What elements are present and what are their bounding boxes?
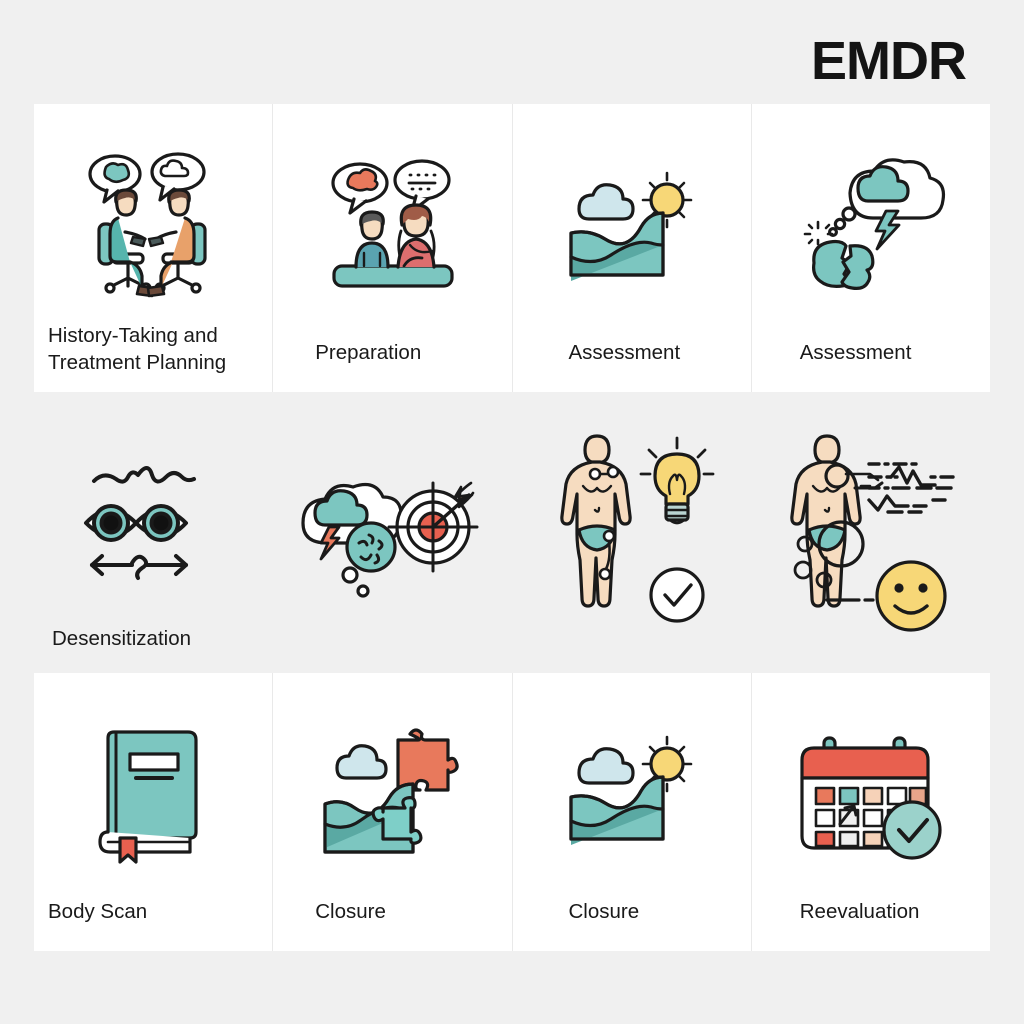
card-label: Reevaluation <box>799 899 920 923</box>
storm-thought-bubble-broken-piece-icon <box>752 104 990 339</box>
card-label: Assessment <box>799 340 912 364</box>
page-title: EMDR <box>811 31 967 91</box>
card-label: Preparation <box>315 340 422 364</box>
card-body-scan[interactable]: Body Scan <box>34 673 272 951</box>
card-closure-1[interactable]: Closure <box>272 673 511 951</box>
card-preparation[interactable]: Preparation <box>272 104 511 392</box>
card-closure-2[interactable]: Closure <box>511 673 751 951</box>
card-label: Assessment <box>568 340 681 364</box>
book-bookmark-icon <box>34 673 272 898</box>
body-waves-smiley-icon <box>751 404 990 652</box>
landscape-puzzle-piece-icon <box>273 673 511 898</box>
card-target-memory[interactable] <box>273 404 512 662</box>
body-lightbulb-check-icon <box>512 404 751 652</box>
card-desensitization[interactable]: Desensitization <box>34 404 273 662</box>
card-reevaluation[interactable]: Reevaluation <box>750 673 990 951</box>
card-label <box>273 652 512 662</box>
card-label: Desensitization <box>52 626 192 650</box>
card-assessment-2[interactable]: Assessment <box>750 104 990 392</box>
landscape-sun-cloud-icon <box>513 104 751 339</box>
card-label: Body Scan <box>48 899 148 923</box>
two-people-on-bench-talking-icon <box>273 104 511 339</box>
storm-cloud-target-arrow-icon <box>273 404 512 652</box>
card-label <box>512 652 751 662</box>
card-installation[interactable] <box>512 404 751 662</box>
card-label: History-Taking and Treatment Planning <box>48 323 227 374</box>
landscape-sun-cloud-icon <box>513 673 751 898</box>
calendar-check-icon <box>752 673 990 898</box>
card-label <box>751 652 990 662</box>
card-assessment-1[interactable]: Assessment <box>511 104 751 392</box>
card-row-2: Desensitization <box>34 404 990 662</box>
card-history-taking[interactable]: History-Taking and Treatment Planning <box>34 104 272 392</box>
card-row-1: History-Taking and Treatment Planning <box>34 104 990 392</box>
eyes-bilateral-movement-icon <box>34 404 273 625</box>
card-body-scan-sensations[interactable] <box>751 404 990 662</box>
two-people-talking-on-chairs-icon <box>34 104 272 322</box>
card-label: Closure <box>568 899 640 923</box>
card-label: Closure <box>315 899 386 923</box>
card-row-3: Body Scan Closure <box>34 673 990 951</box>
